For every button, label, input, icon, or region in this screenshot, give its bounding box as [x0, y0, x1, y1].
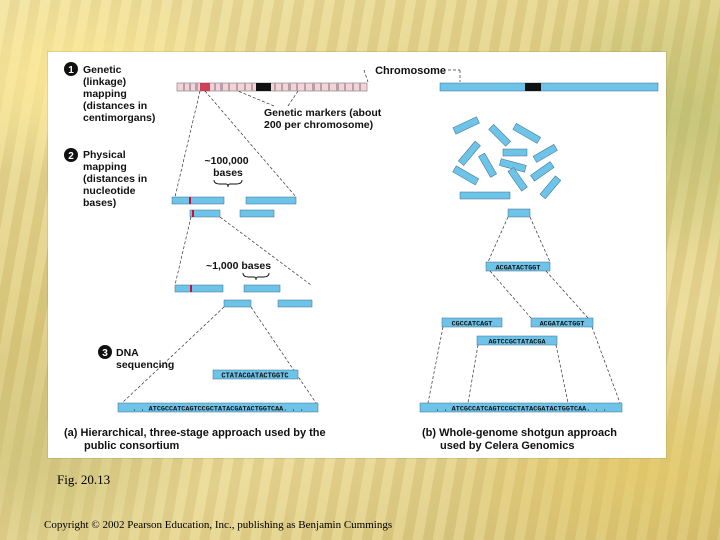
fragment-read-top-text: ACGATACTGGT	[496, 265, 541, 273]
1k-bases-label: ~1,000 bases	[206, 260, 271, 272]
step1-number: 1	[68, 65, 74, 76]
100k-bases-label: ~100,000 bases	[204, 155, 251, 179]
sequence-read-left	[212, 369, 299, 380]
sequencing-fragments	[174, 284, 313, 308]
overlap-read-c-text: AGTCCGCTATACGA	[488, 339, 546, 347]
sequence-read-left-text: CTATACGATACTGGTC	[221, 373, 288, 381]
assembled-sequence-right	[419, 402, 623, 413]
chromosome-label: Chromosome	[375, 65, 446, 77]
overlap-read-b-text: ACGATACTGGT	[540, 321, 585, 329]
figure-caption: Fig. 20.13	[57, 472, 111, 487]
assembled-sequence-left	[117, 402, 319, 413]
genetic-map-chromosome	[176, 82, 368, 92]
copyright-notice: Copyright © 2002 Pearson Education, Inc.…	[44, 519, 393, 531]
overlap-read-c	[476, 335, 558, 346]
shotgun-chromosome	[439, 82, 659, 92]
caption-a: (a) Hierarchical, three-stage approach u…	[64, 427, 329, 452]
overlap-read-b	[530, 317, 594, 328]
genome-mapping-figure: 1 Genetic (linkage) mapping (distances i…	[48, 52, 666, 458]
step2-number: 2	[68, 151, 74, 162]
shotgun-fragments	[452, 116, 562, 218]
step2-label: Physical mapping (distances in nucleotid…	[83, 149, 150, 209]
caption-b: (b) Whole-genome shotgun approach used b…	[422, 427, 620, 452]
step1-number-badge	[64, 62, 78, 76]
step3-label: DNA sequencing	[116, 347, 174, 371]
physical-map-contigs	[171, 196, 297, 218]
assembled-sequence-right-text: . . ATCGCCATCAGTCCGCTATACGATACTGGTCAA. .…	[435, 406, 606, 414]
step3-number: 3	[102, 348, 108, 359]
step1-label: Genetic (linkage) mapping (distances in …	[83, 64, 155, 124]
step2-number-badge	[64, 148, 78, 162]
genetic-markers-label: Genetic markers (about 200 per chromosom…	[264, 107, 384, 131]
overlap-read-a	[441, 317, 503, 328]
assembled-sequence-left-text: . . ATCGCCATCAGTCCGCTATACGATACTGGTCAA. .…	[132, 406, 303, 414]
step3-number-badge	[98, 345, 112, 359]
mapping-diagram: 1 Genetic (linkage) mapping (distances i…	[64, 62, 659, 452]
fragment-read-top	[485, 261, 551, 272]
overlap-read-a-text: CGCCATCAGT	[452, 321, 493, 329]
